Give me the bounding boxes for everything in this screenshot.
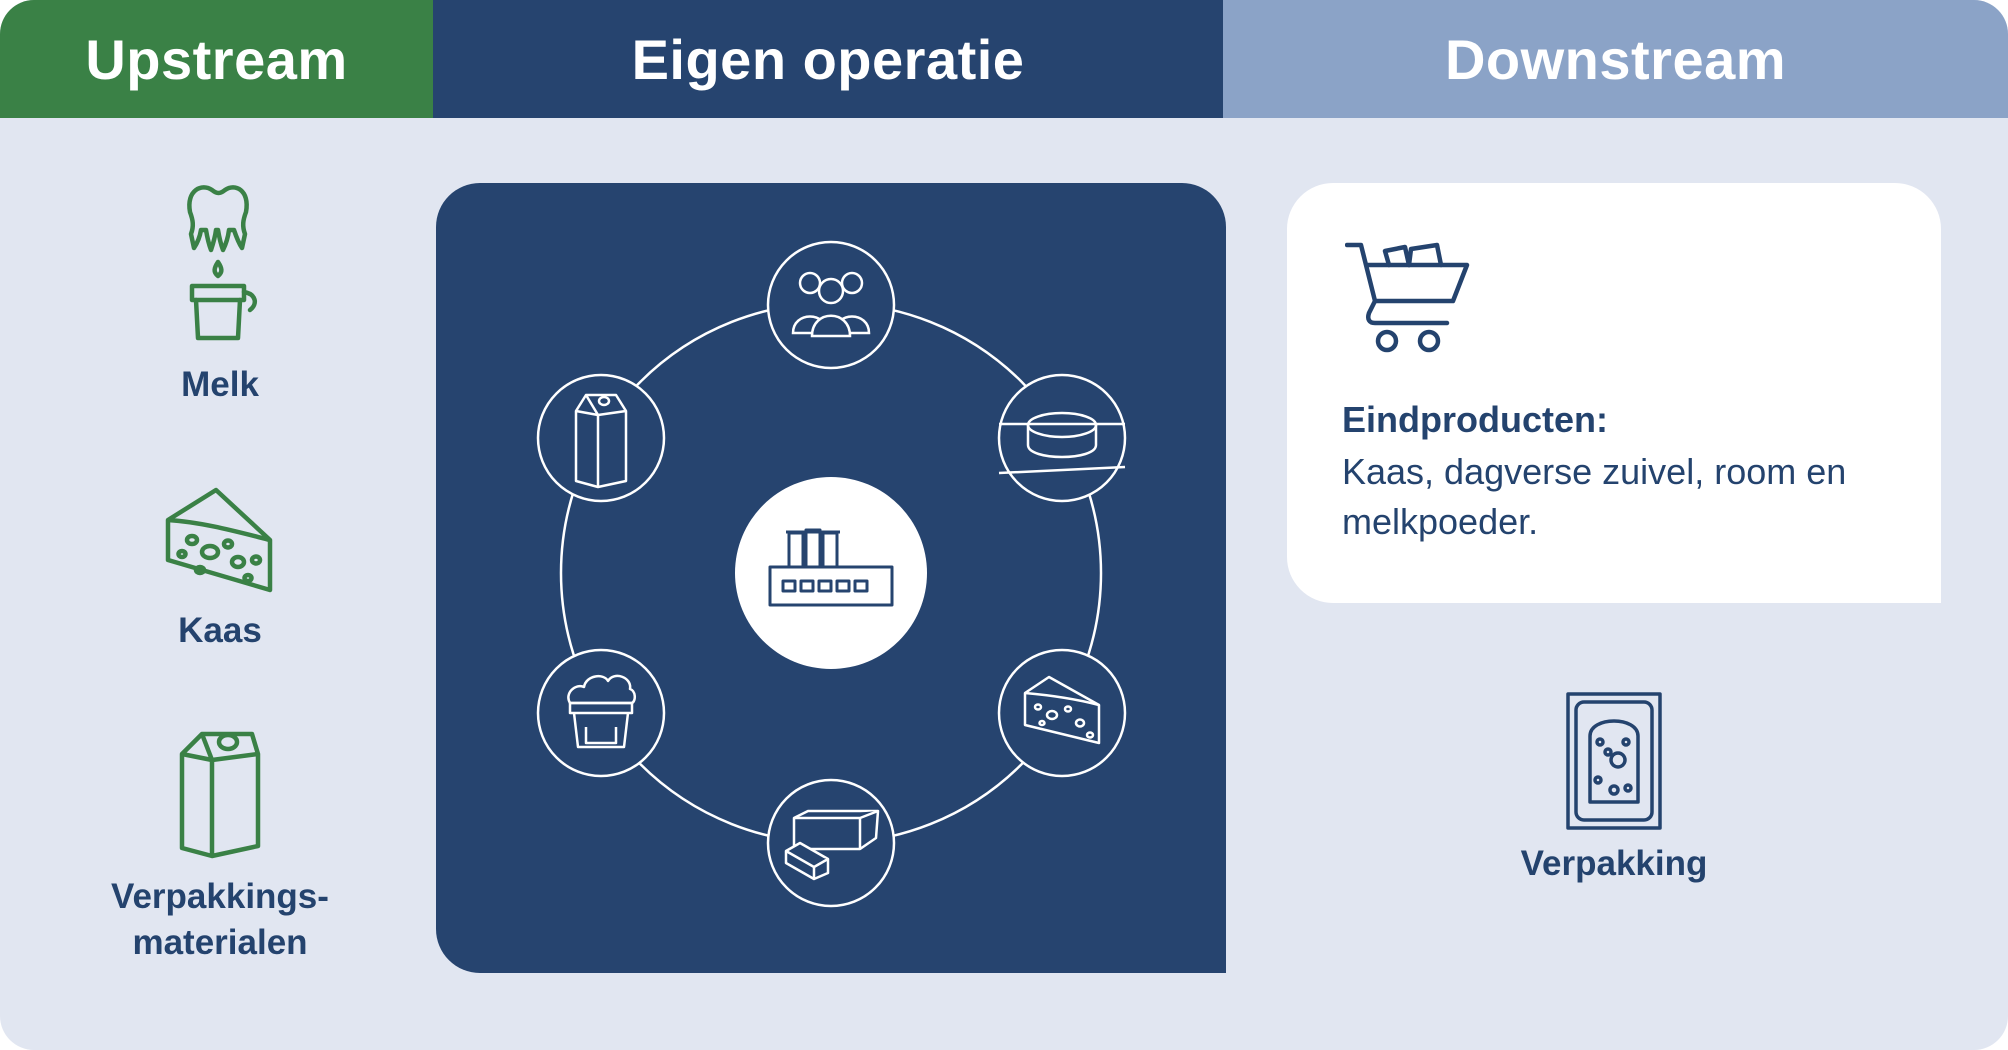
butter-icon: [766, 778, 896, 908]
header-eigen-operatie: Eigen operatie: [433, 0, 1223, 118]
eindproducten-card: Eindproducten: Kaas, dagverse zuivel, ro…: [1287, 183, 1941, 603]
packaged-cheese-icon: [1566, 692, 1662, 830]
factory-icon: [735, 477, 927, 669]
milk-carton-icon: [179, 731, 261, 859]
shopping-cart-icon: [1345, 242, 1470, 353]
header-downstream: Downstream: [1223, 0, 2008, 118]
upstream-label-kaas: Kaas: [178, 611, 262, 650]
people-icon: [766, 240, 896, 370]
cheese-wedge-icon: [997, 648, 1127, 778]
cheese-wheel-icon: [997, 373, 1127, 503]
yogurt-cup-icon: [536, 648, 666, 778]
header-upstream: Upstream: [0, 0, 433, 118]
milk-carton-icon: [536, 373, 666, 503]
eindproducten-body: Kaas, dagverse zuivel, room en melkpoede…: [1342, 451, 1847, 542]
upstream-label-verpakkingsmaterialen: Verpakkings- materialen: [111, 877, 329, 962]
milk-bucket-icon: [187, 185, 258, 341]
packaging-label: Verpakking: [1520, 844, 1708, 883]
cheese-icon: [165, 487, 273, 593]
eindproducten-title: Eindproducten:: [1342, 399, 1608, 440]
upstream-label-melk: Melk: [181, 365, 259, 404]
eigen-operatie-panel: [436, 183, 1226, 973]
